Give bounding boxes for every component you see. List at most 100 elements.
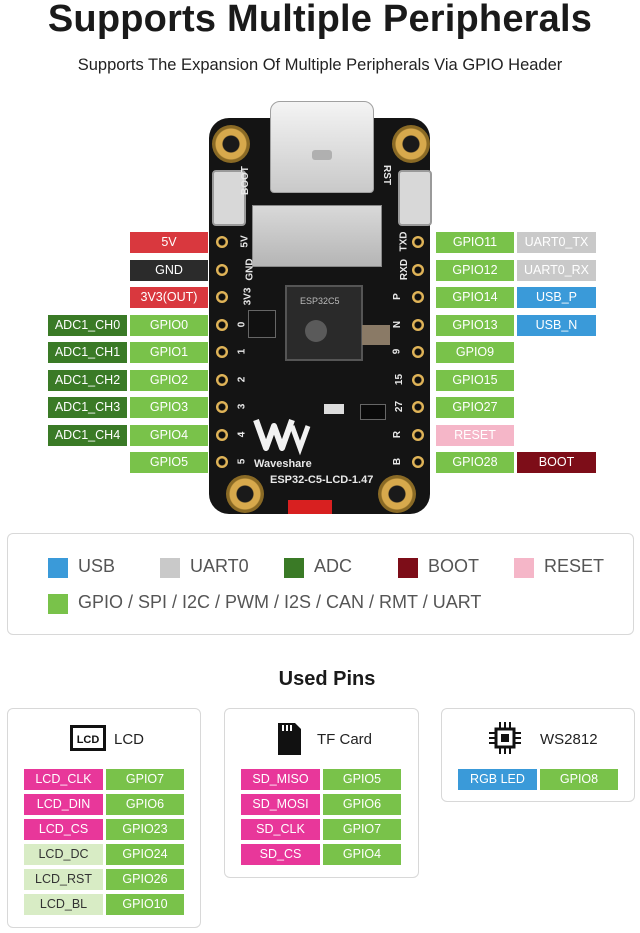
legend-swatch-usb [48,558,68,578]
used-pin-gpio: GPIO6 [106,794,184,815]
silkscreen-left-label: 4 [236,431,248,437]
silkscreen-left-label: 3V3 [242,287,254,306]
pin-name-label: GPIO1 [130,342,208,363]
header-pad-icon [412,291,424,303]
pin-name-label: GPIO2 [130,369,208,391]
used-pin-gpio: GPIO7 [106,769,184,790]
used-pin-gpio: GPIO7 [323,819,401,840]
used-pin-gpio: GPIO24 [106,844,184,865]
used-pin-name: LCD_BL [24,894,103,915]
tf-card-title: TF Card [317,731,373,748]
waveshare-logo-icon [253,418,311,456]
header-pad-icon [412,236,424,248]
pin-name-label: GPIO12 [436,259,514,281]
mounting-hole-icon [212,125,250,163]
pin-function-label: ADC1_CH0 [48,314,127,336]
header-pad-icon [412,428,424,441]
header-pad-icon [412,456,424,468]
lcd-icon: LCD [70,725,106,751]
silkscreen-right-label: R [392,430,404,438]
silkscreen-right-label: B [392,457,404,466]
silkscreen-left-label: 2 [236,376,248,382]
ws2812-card-title: WS2812 [540,731,598,748]
pin-function-label: USB_N [517,314,596,336]
header-pad-icon [216,346,228,358]
header-pad-icon [216,236,228,248]
pin-name-label: 5V [130,232,208,253]
used-pin-name: LCD_CLK [24,769,103,790]
header-pad-icon [412,346,424,358]
legend-swatch-gpio [48,594,68,614]
silkscreen-right-label: TXD [398,231,410,252]
pin-function-label: UART0_TX [517,232,596,253]
pin-name-label: GPIO4 [130,424,208,446]
reset-button [398,170,432,226]
smd-led [324,404,344,414]
model-silkscreen: ESP32-C5-LCD-1.47 [270,474,374,486]
pin-name-label: RESET [436,424,514,446]
svg-text:LCD: LCD [77,734,100,746]
header-pad-icon [216,401,228,413]
header-pad-icon [216,263,228,276]
silkscreen-left-label: 5 [236,458,248,465]
lcd-card-title: LCD [114,731,145,748]
header-pad-icon [216,428,228,441]
pin-function-label: ADC1_CH2 [48,369,127,391]
silkscreen-left-label: 0 [236,321,248,327]
silkscreen-right-label: N [392,320,404,328]
regulator-chip [248,310,276,338]
used-pins-title: Used Pins [278,668,376,690]
esp32-chip [285,285,363,361]
chip-marking: ESP32C5 [300,296,340,306]
pin-name-label: GPIO5 [130,452,208,473]
used-pin-name: LCD_DC [24,844,103,865]
silkscreen-left-label: 3 [236,403,248,410]
pin-name-label: GPIO27 [436,397,514,418]
legend-label-uart0: UART0 [190,556,249,576]
pin-name-label: GPIO11 [436,232,514,253]
header-pad-icon [412,263,424,276]
pin-function-label: ADC1_CH3 [48,397,127,418]
pin-function-label: ADC1_CH4 [48,424,127,446]
status-led [288,500,332,514]
silkscreen-right-label: 27 [394,400,406,413]
pin-function-label: BOOT [517,452,596,473]
inductor [362,325,390,345]
mounting-hole-icon [378,475,416,513]
pin-name-label: GPIO9 [436,342,514,363]
legend-label-boot: BOOT [428,556,480,576]
smd-component [360,404,386,420]
silkscreen-left-label: 1 [236,348,248,355]
pin-name-label: GPIO3 [130,397,208,418]
legend-label-usb: USB [78,556,116,576]
header-pad-icon [412,401,424,413]
page-subtitle: Supports The Expansion Of Multiple Perip… [77,56,563,74]
silkscreen-left-label: 5V [239,235,251,248]
silkscreen-right-label: P [391,293,403,300]
pin-name-label: GPIO13 [436,314,514,336]
header-pad-icon [412,373,424,386]
mounting-hole-icon [226,475,264,513]
legend-swatch-uart0 [160,558,180,578]
used-pin-name: SD_MOSI [241,794,320,815]
header-pad-icon [216,291,228,303]
rst-silkscreen: RST [381,165,392,185]
used-pin-gpio: GPIO8 [540,769,618,790]
pin-function-label: UART0_RX [517,259,596,281]
used-pin-name: LCD_CS [24,819,103,840]
legend-label-gpio: GPIO / SPI / I2C / PWM / I2S / CAN / RMT… [78,592,482,612]
used-pin-gpio: GPIO5 [323,769,401,790]
used-pin-name: SD_CLK [241,819,320,840]
silkscreen-right-label: 9 [391,348,403,355]
pin-name-label: GPIO28 [436,452,514,473]
sd-card-icon [278,723,301,755]
boot-silkscreen: BOOT [240,166,251,195]
chip-icon [489,722,521,754]
usb-c-connector [270,101,374,193]
legend-swatch-adc [284,558,304,578]
color-legend: USB UART0 ADC BOOT RESET GPIO / SPI / I2… [7,533,634,635]
legend-swatch-boot [398,558,418,578]
used-pin-name: LCD_RST [24,869,103,890]
